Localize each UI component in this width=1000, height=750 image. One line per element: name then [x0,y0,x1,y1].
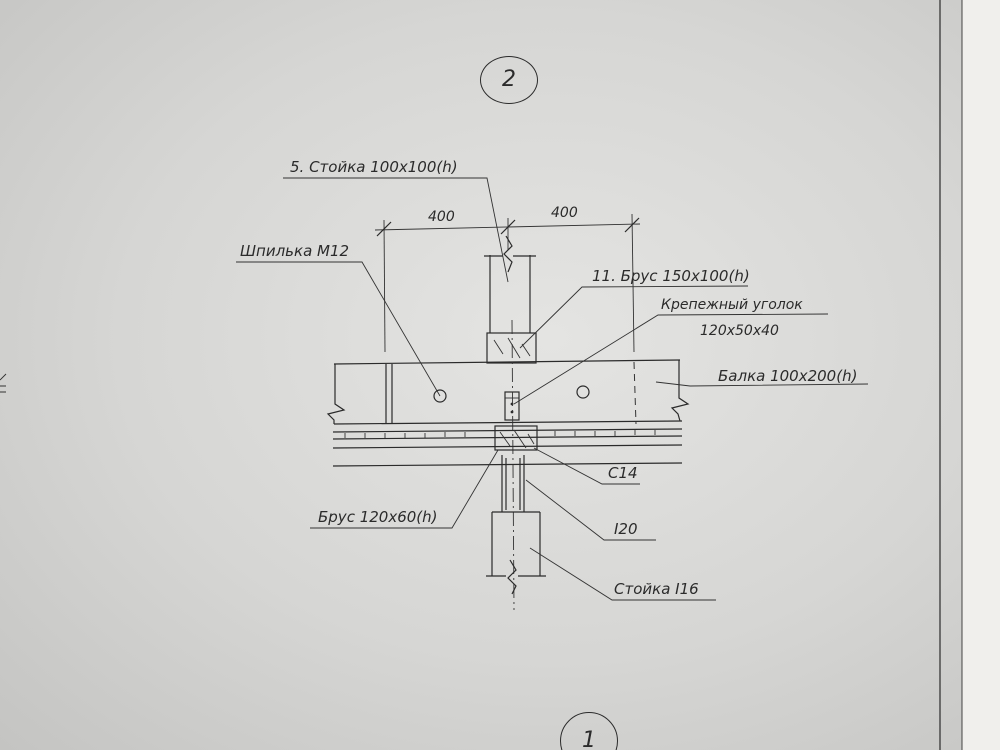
leader-lines [236,177,869,601]
label-post-bottom: Стойка I16 [614,580,699,598]
timber-block-150x100 [486,332,537,364]
dimension-right: 400 [551,205,578,221]
stud-hole-left [433,389,447,403]
cut-off-mark [0,373,7,393]
label-beam: Балка 100х200(h) [718,367,858,385]
view-marker-2: 2 [480,56,538,104]
fastening-angle [504,391,520,421]
label-angle: Крепежный уголок [661,297,803,313]
channel-c14-layer [332,428,683,440]
label-timber-120: Брус 120х60(h) [318,508,438,526]
main-beam-100x200 [326,359,690,425]
dimension-chain [374,213,641,353]
label-channel: С14 [608,464,638,482]
dimension-left: 400 [428,209,455,225]
timber-120x60 [494,425,538,451]
stud-hole-right [576,385,590,399]
label-angle-size: 120х50х40 [700,323,779,339]
label-stud: Шпилька М12 [240,242,350,260]
steel-post-i16 [486,455,546,595]
upper-timber-post [484,235,536,333]
label-timber-150: 11. Брус 150х100(h) [592,267,750,285]
sheet-edge [962,0,1000,750]
label-ibeam: I20 [614,520,638,538]
ibeam-i20-layer [332,444,683,467]
label-post-top: 5. Стойка 100х100(h) [290,158,458,176]
